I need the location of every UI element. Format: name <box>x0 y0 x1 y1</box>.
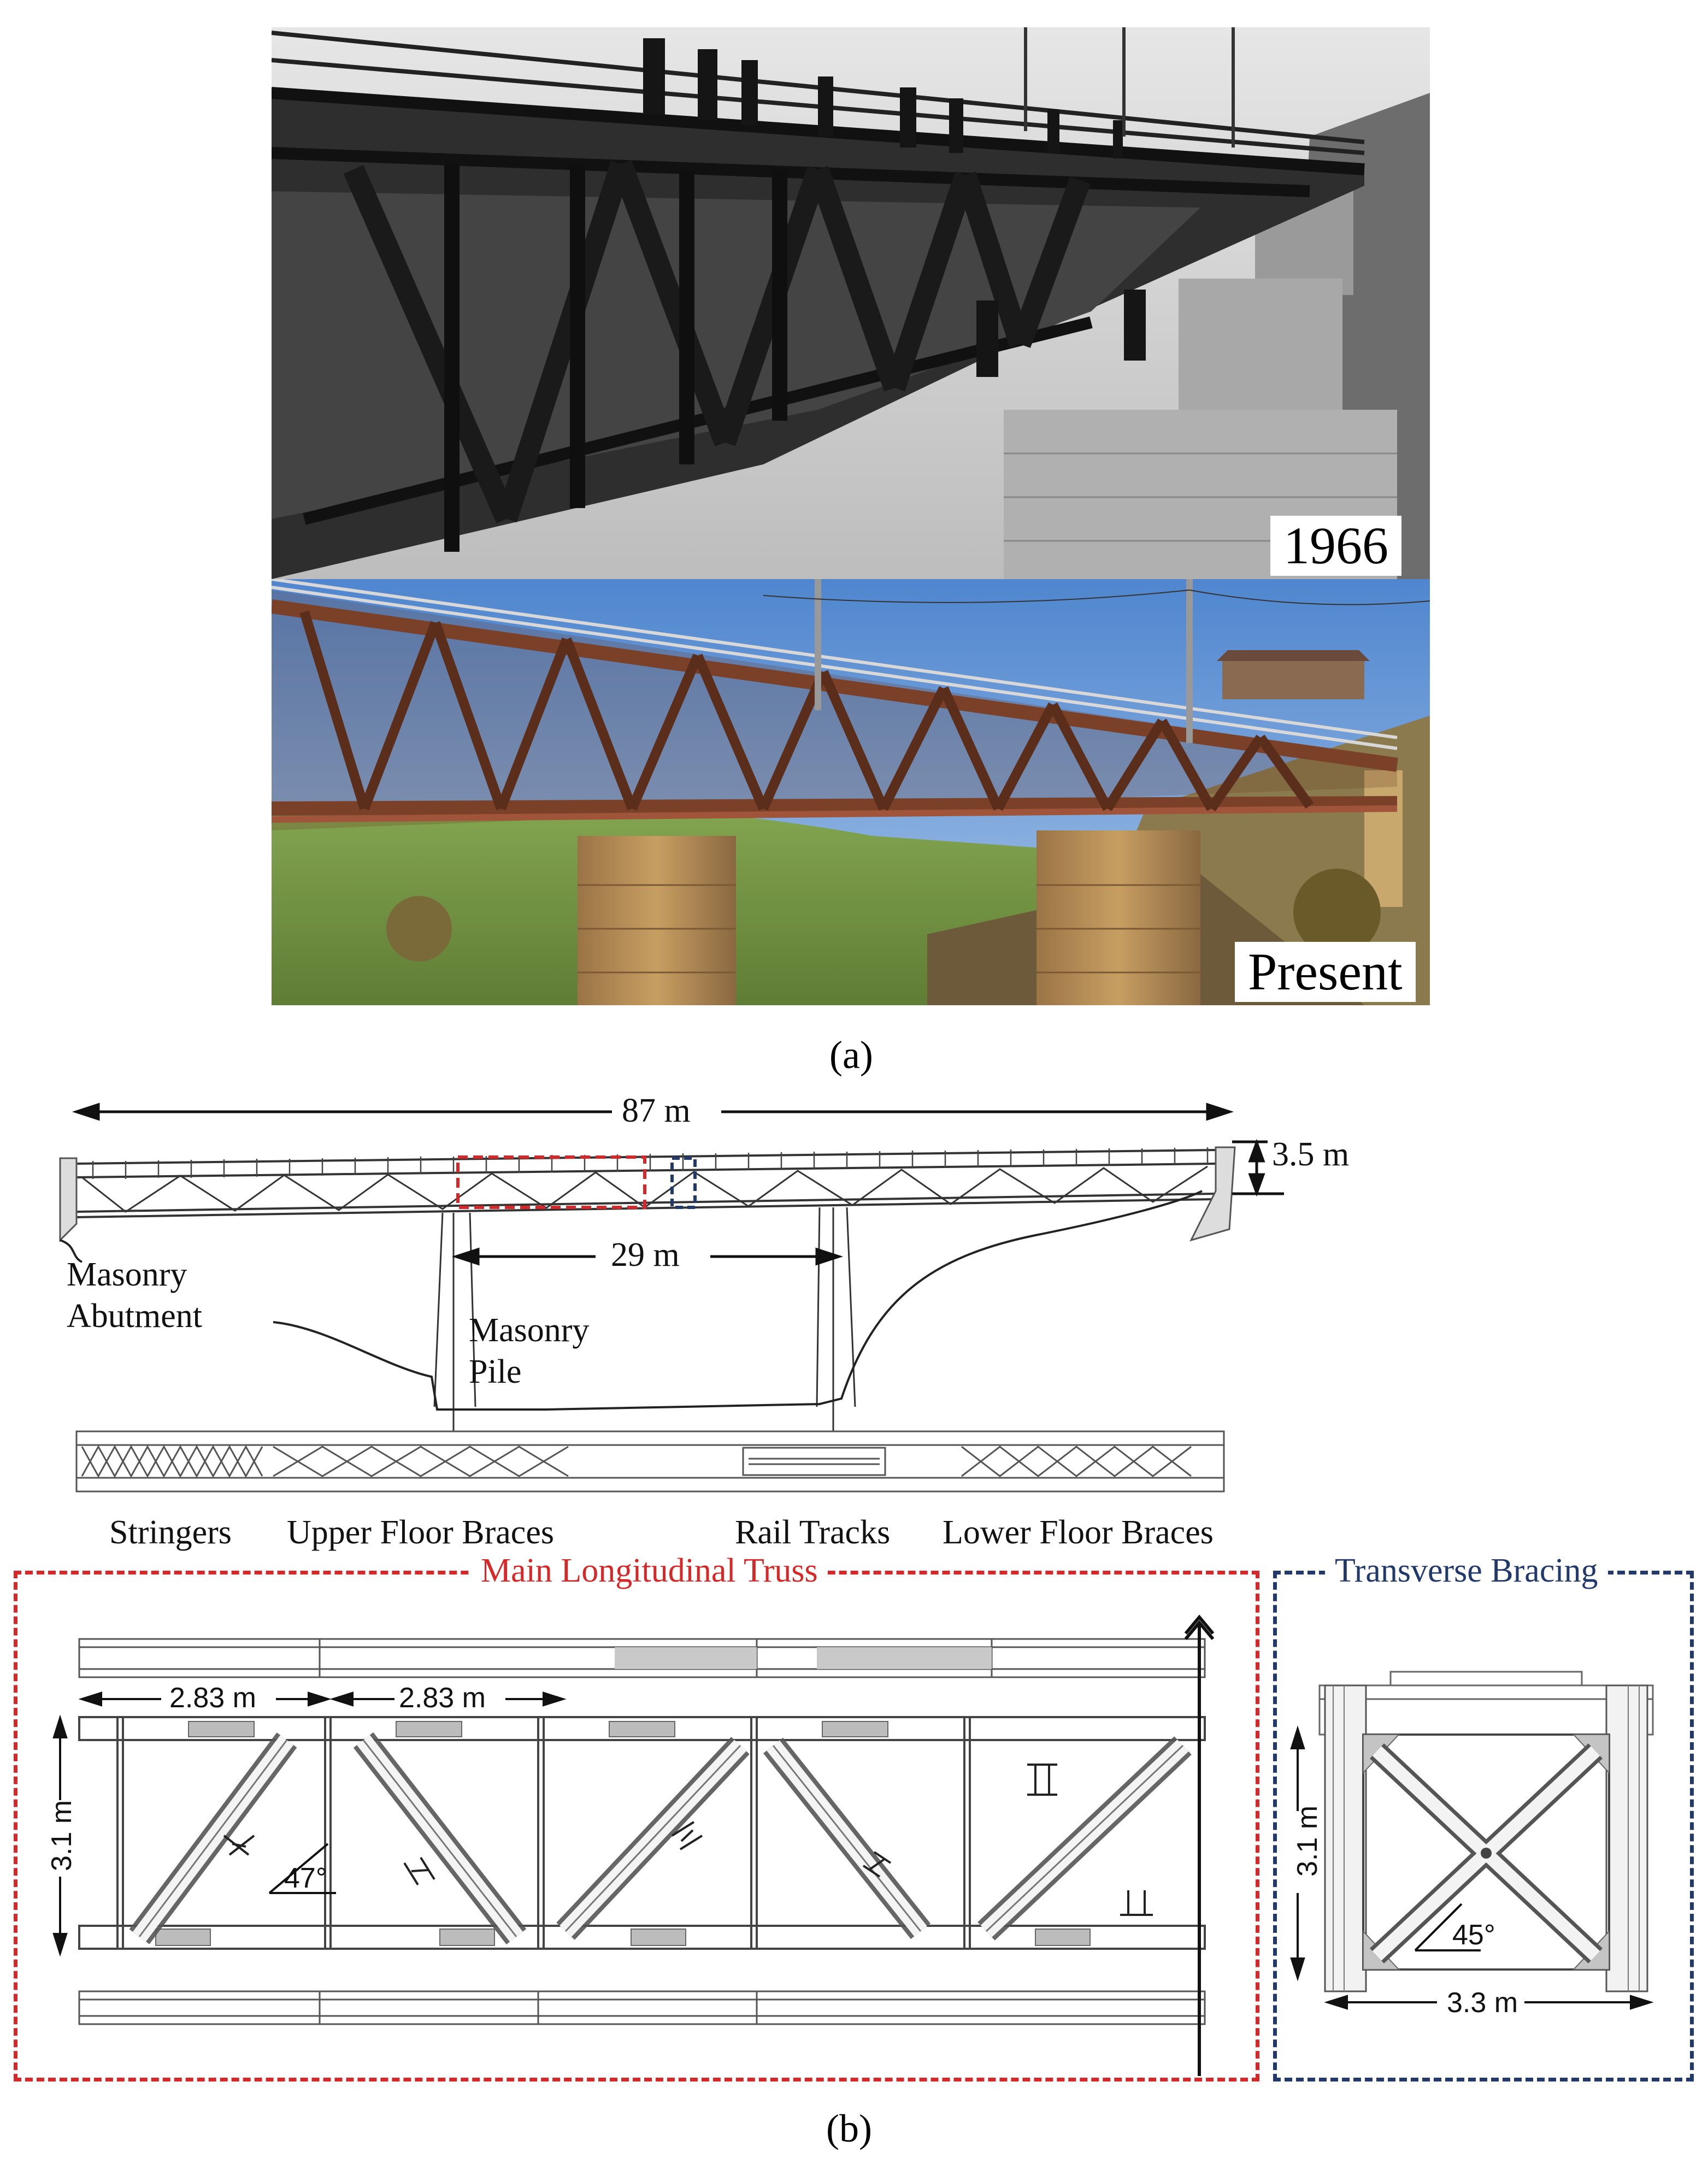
abutment-label-line1: Masonry <box>67 1256 187 1293</box>
span-label: 29 m <box>606 1236 684 1275</box>
truss-height-label: 3.5 m <box>1268 1135 1354 1174</box>
transverse-angle-label: 45° <box>1452 1919 1495 1951</box>
main-truss-highlight <box>456 1155 646 1209</box>
stringers-label: Stringers <box>109 1514 232 1551</box>
photo-present-label: Present <box>1235 942 1416 1002</box>
caption-a: (a) <box>829 1033 873 1077</box>
main-truss-title: Main Longitudinal Truss <box>471 1552 828 1590</box>
total-length-arrow <box>72 1102 1234 1121</box>
transverse-title: Transverse Bracing <box>1325 1552 1608 1590</box>
bridge-elevation-drawing <box>59 1102 1284 1493</box>
upper-floor-braces-label: Upper Floor Braces <box>287 1514 554 1551</box>
pile-label-line1: Masonry <box>469 1312 590 1349</box>
masonry-piles <box>433 1207 856 1431</box>
transverse-width-label: 3.3 m <box>1442 1986 1523 2019</box>
pile-label-line2: Pile <box>469 1353 522 1390</box>
panel-width-label-2: 2.83 m <box>394 1682 490 1714</box>
transverse-detail-drawing <box>1290 1671 1654 2010</box>
photo-present <box>272 579 1430 1005</box>
photo-1966-label: 1966 <box>1270 516 1401 576</box>
total-length-label: 87 m <box>617 1092 695 1130</box>
main-truss-angle-label: 47° <box>284 1862 327 1894</box>
abutment-label-line2: Abutment <box>67 1298 202 1335</box>
plan-view <box>75 1430 1225 1493</box>
main-truss-height-label: 3.1 m <box>46 1800 78 1872</box>
transverse-height-label: 3.1 m <box>1292 1805 1324 1877</box>
lower-floor-braces-label: Lower Floor Braces <box>943 1514 1214 1551</box>
rail-tracks-label: Rail Tracks <box>735 1514 891 1551</box>
caption-b: (b) <box>826 2107 872 2150</box>
span-arrow <box>451 1247 844 1266</box>
panel-width-label-1: 2.83 m <box>165 1682 261 1714</box>
main-truss-detail-drawing <box>52 1614 1215 2076</box>
photo-1966 <box>272 27 1430 579</box>
